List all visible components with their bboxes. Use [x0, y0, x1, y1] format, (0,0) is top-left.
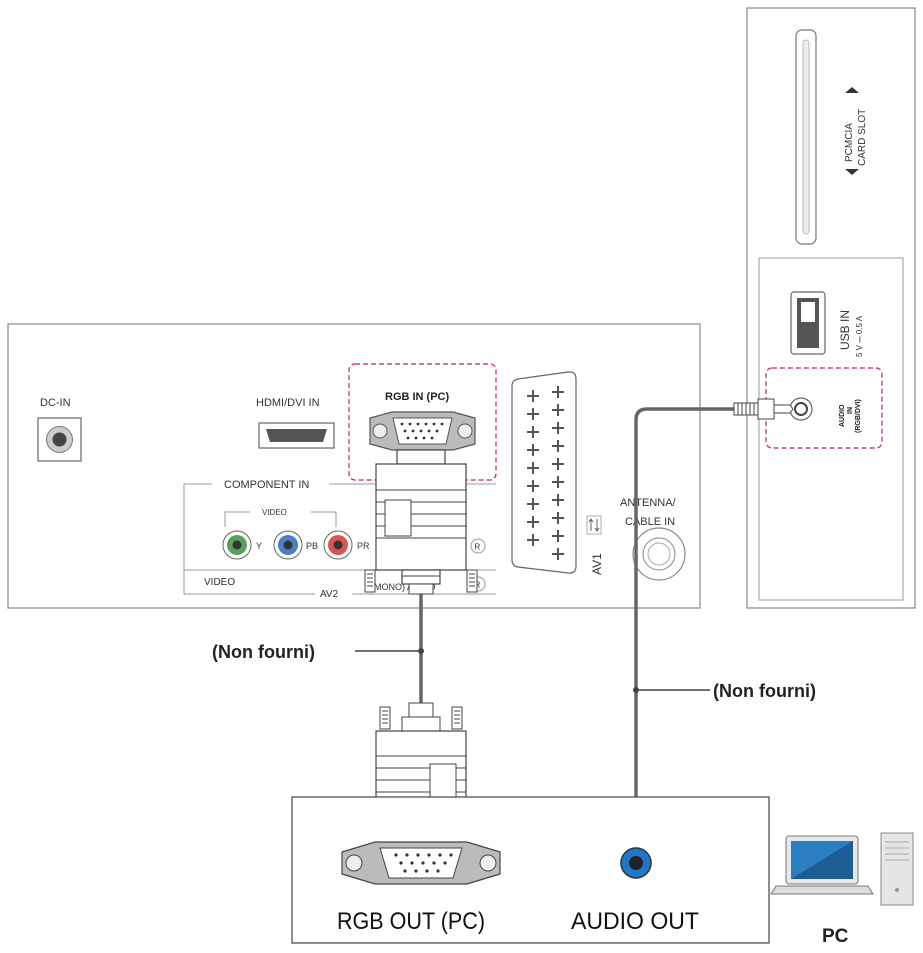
audio-in-jack[interactable] — [789, 397, 813, 421]
laptop-icon — [770, 835, 874, 895]
component-in-group: COMPONENT IN VIDEO Y PB PR — [183, 479, 496, 600]
component-pr-jack[interactable] — [323, 530, 353, 560]
pcmcia-card-slot[interactable] — [795, 29, 817, 245]
audio-cable-note: (Non fourni) — [713, 681, 816, 701]
audio-out-label: AUDIO OUT — [571, 908, 699, 935]
desktop-tower-icon — [880, 832, 914, 906]
usb-in-port[interactable] — [790, 291, 826, 355]
hdmi-dvi-in-label: HDMI/DVI IN — [256, 397, 320, 409]
hdmi-dvi-in-port[interactable] — [258, 422, 335, 449]
rgb-out-label: RGB OUT (PC) — [337, 908, 485, 935]
pcmcia-label-line1: PCMCIA — [844, 123, 855, 162]
pcmcia-arrow-up-icon — [845, 87, 859, 93]
av1-io-icon — [586, 515, 602, 535]
audio-label: (MONO) AUDIO — [371, 582, 436, 592]
pc-output-box: RGB OUT (PC) AUDIO OUT — [291, 796, 770, 944]
audio-in-label-line3: (RGB/DVI) — [855, 399, 862, 433]
rgb-cable-note: (Non fourni) — [212, 642, 315, 662]
rgb-out-port[interactable] — [341, 841, 501, 885]
rgb-in-pc-label: RGB IN (PC) — [385, 391, 450, 403]
usb-rating-label: 5 V ⎓ 0.5 A — [855, 315, 864, 357]
pcmcia-arrow-down-icon — [845, 169, 859, 175]
tv-rear-panel: DC-IN HDMI/DVI IN RGB IN (PC) — [7, 323, 701, 609]
audio-out-jack[interactable] — [620, 847, 652, 879]
audio-in-label-line2: IN — [847, 407, 854, 414]
y-label: Y — [256, 541, 262, 551]
usb-in-label: USB IN — [838, 310, 852, 350]
tv-side-panel: PCMCIA CARD SLOT USB IN 5 V ⎓ 0.5 A AUDI… — [746, 7, 916, 609]
component-y-jack[interactable] — [222, 530, 252, 560]
antenna-label-line2: CABLE IN — [625, 516, 675, 528]
component-in-label: COMPONENT IN — [224, 479, 309, 491]
pcmcia-label-line2: CARD SLOT — [857, 109, 868, 166]
antenna-cable-in-port[interactable] — [632, 527, 686, 581]
dc-in-port[interactable] — [37, 417, 82, 462]
component-pb-jack[interactable] — [273, 530, 303, 560]
rgb-connector-top — [364, 449, 478, 595]
av2-label: AV2 — [320, 589, 339, 600]
pc-label: PC — [822, 926, 849, 947]
video-group-label: VIDEO — [262, 508, 287, 517]
pr-label: PR — [357, 541, 370, 551]
audio-in-label-line1: AUDIO — [839, 404, 846, 427]
dc-in-label: DC-IN — [40, 397, 71, 409]
rgb-in-port[interactable] — [369, 411, 476, 451]
audio-plug-tv — [733, 398, 794, 420]
scart-av1-port[interactable] — [511, 371, 577, 574]
video-label: VIDEO — [204, 577, 235, 588]
av1-label: AV1 — [590, 553, 604, 575]
antenna-label-line1: ANTENNA/ — [620, 497, 677, 509]
r-label: R — [475, 543, 481, 552]
pb-label: PB — [306, 541, 318, 551]
